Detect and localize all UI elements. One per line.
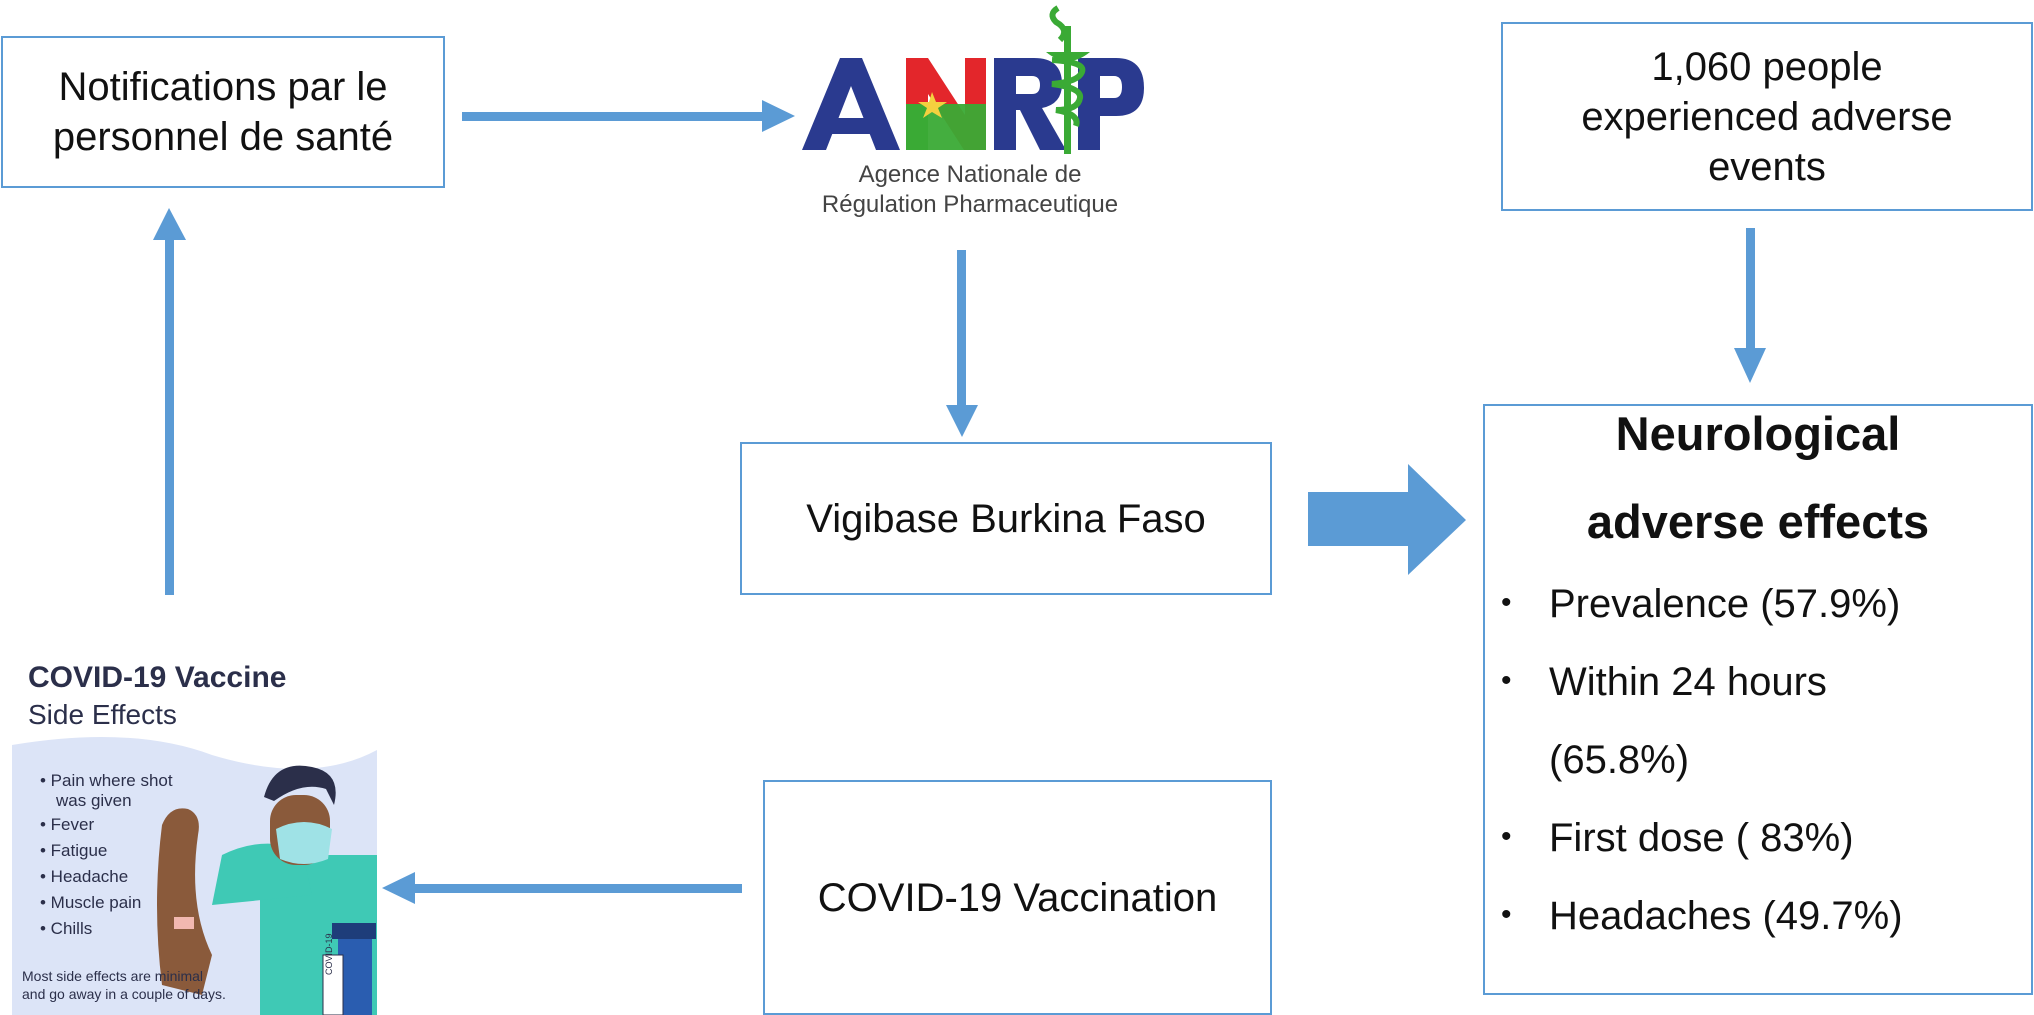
arrow-anrp-to-vigibase — [946, 250, 978, 437]
people-box: 1,060 people experienced adverse events — [1501, 22, 2033, 211]
vaccination-box: COVID-19 Vaccination — [763, 780, 1272, 1015]
anrp-logo-mark — [802, 5, 1144, 154]
arrow-people-to-neuro — [1734, 228, 1766, 383]
vigibase-label: Vigibase Burkina Faso — [806, 496, 1206, 541]
notifications-line2: personnel de santé — [52, 115, 394, 159]
people-line3: events — [1708, 144, 1826, 189]
neuro-bullet-4: • — [1501, 898, 1512, 931]
neuro-box: Neurological adverse effects • Prevalenc… — [1483, 404, 2033, 995]
notifications-line1: Notifications par le — [58, 65, 388, 109]
neuro-bullet-2: • — [1501, 664, 1512, 697]
poster-item-fatigue: • Fatigue — [40, 841, 108, 860]
anrp-subtitle-line1: Agence Nationale de — [858, 161, 1082, 188]
vaccination-label: COVID-19 Vaccination — [817, 875, 1218, 920]
poster-item-chills: • Chills — [40, 919, 93, 938]
poster-item-headache: • Headache — [40, 867, 129, 886]
poster-item-fever: • Fever — [40, 815, 95, 834]
neuro-title-line2: adverse effects — [1586, 495, 1930, 548]
neuro-item-within-24h: Within 24 hours — [1549, 660, 1827, 704]
vigibase-box: Vigibase Burkina Faso — [740, 442, 1272, 595]
people-line1: 1,060 people — [1651, 44, 1883, 89]
anrp-logo: Agence Nationale de Régulation Pharmaceu… — [790, 0, 1150, 230]
people-line2: experienced adverse — [1581, 94, 1953, 139]
neuro-item-within-24h-pct: (65.8%) — [1549, 738, 1690, 782]
poster-item-muscle-pain: • Muscle pain — [40, 893, 142, 912]
poster-illustration — [12, 737, 377, 1015]
arrow-poster-to-notifications — [153, 208, 186, 595]
poster-footer-line2: and go away in a couple of days. — [22, 986, 226, 1002]
poster-footer-line1: Most side effects are minimal — [22, 968, 204, 984]
neuro-item-headaches: Headaches (49.7%) — [1549, 894, 1903, 938]
poster-item-pain-cont: was given — [56, 791, 132, 810]
vaccine-side-effects-poster: COVID-19 Vaccine Side Effects • Pain whe… — [12, 655, 377, 1015]
arrow-vaccination-to-poster — [382, 872, 742, 904]
neuro-item-prevalence: Prevalence (57.9%) — [1549, 582, 1901, 626]
poster-subtitle: Side Effects — [28, 699, 177, 730]
poster-title: COVID-19 Vaccine — [28, 661, 287, 694]
neuro-bullet-3: • — [1501, 820, 1512, 853]
neuro-title-line1: Neurological — [1615, 407, 1901, 460]
neuro-item-first-dose: First dose ( 83%) — [1549, 816, 1854, 860]
poster-vial-label: COVID-19 — [324, 933, 334, 975]
anrp-subtitle-line2: Régulation Pharmaceutique — [821, 191, 1119, 218]
block-arrow-vigibase-to-neuro — [1308, 464, 1466, 575]
poster-item-pain: • Pain where shot — [40, 771, 173, 790]
notifications-box: Notifications par le personnel de santé — [1, 36, 445, 188]
neuro-bullet-1: • — [1501, 586, 1512, 619]
arrow-notifications-to-anrp — [462, 100, 795, 132]
